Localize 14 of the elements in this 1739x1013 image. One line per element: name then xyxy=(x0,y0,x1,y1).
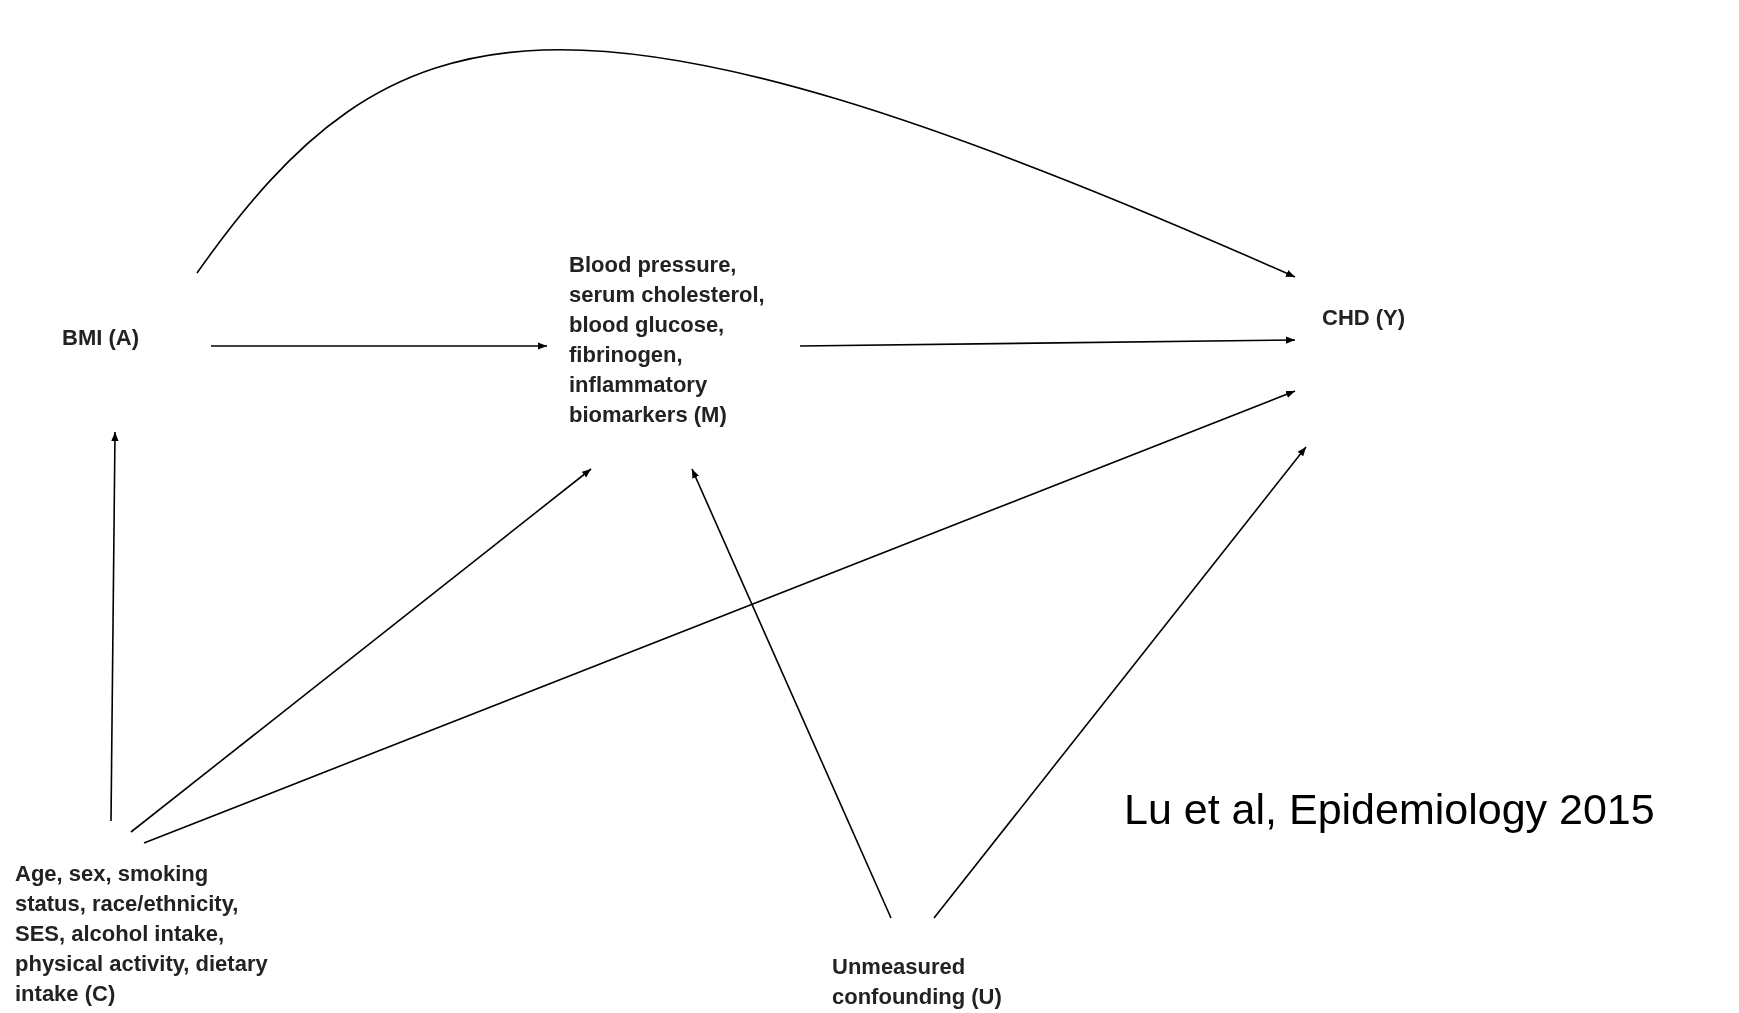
arrow xyxy=(130,468,592,833)
arrow xyxy=(143,390,1296,844)
arrow xyxy=(210,342,548,350)
node-label: Unmeasured confounding (U) xyxy=(832,953,1003,1011)
arrow xyxy=(196,49,1296,278)
node-label: Age, sex, smoking status, race/ethnicity, SES, alcohol intake, physical activity, dietary intake (C) xyxy=(15,860,269,1008)
arrow xyxy=(110,431,119,822)
arrow xyxy=(691,468,892,919)
arrow xyxy=(933,446,1307,919)
citation-text: Lu et al, Epidemiology 2015 xyxy=(1124,784,1655,834)
node-label: BMI (A) xyxy=(62,324,140,352)
arrow xyxy=(799,336,1296,347)
node-label: CHD (Y) xyxy=(1322,304,1407,332)
node-label: Blood pressure, serum cholesterol, blood glucose, fibrinogen, inflammatory biomarkers (M) xyxy=(569,251,766,429)
